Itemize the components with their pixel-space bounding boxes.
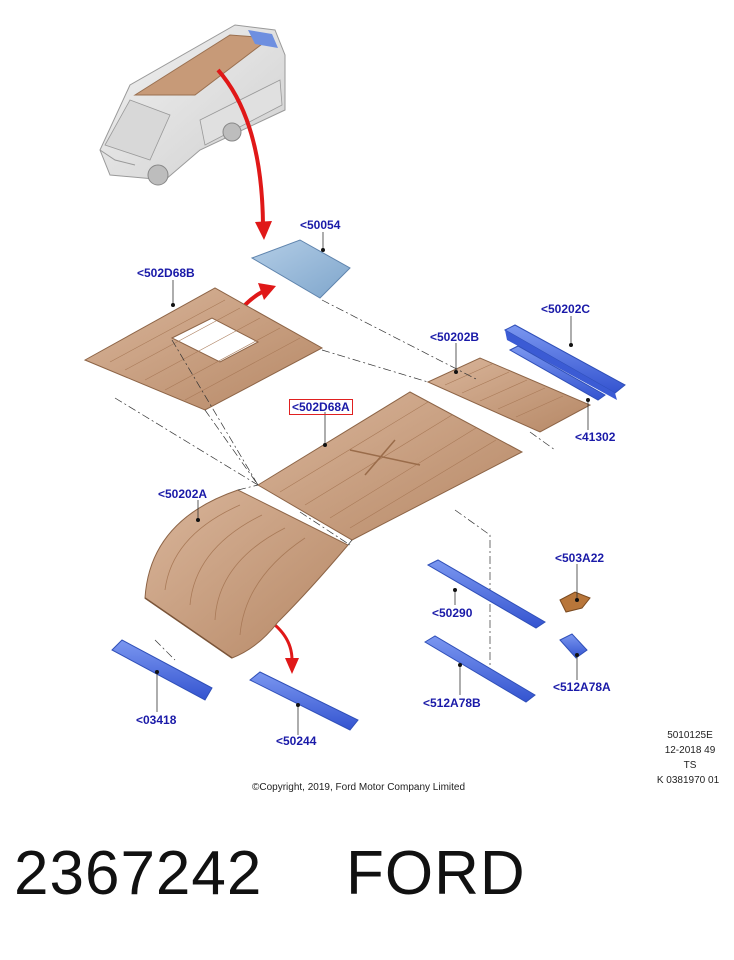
roof-panel-50202A: [144, 489, 349, 659]
callout-503A22[interactable]: <503A22: [555, 551, 605, 565]
rail-41302: [508, 345, 606, 401]
callout-50202A[interactable]: <50202A: [158, 487, 208, 501]
rail-50244: [249, 671, 359, 731]
brand-name: FORD: [346, 839, 526, 908]
callout-512A78B[interactable]: <512A78B: [423, 696, 481, 710]
roof-panel-502D68A: [257, 391, 524, 541]
bracket-512A78A: [559, 633, 588, 659]
copyright-text: ©Copyright, 2019, Ford Motor Company Lim…: [252, 782, 466, 793]
callout-03418[interactable]: <03418: [136, 713, 177, 727]
ref-k: K 0381970 01: [656, 775, 720, 786]
ref-code: 5010125E: [667, 730, 713, 741]
callout-502D68A[interactable]: <502D68A: [289, 399, 353, 415]
callout-50202B[interactable]: <50202B: [430, 330, 480, 344]
ref-date: 12-2018 49: [664, 745, 716, 756]
callout-502D68B[interactable]: <502D68B: [137, 266, 195, 280]
leader-dots: [155, 248, 590, 707]
glass-panel-50054: [250, 239, 351, 299]
callout-50202C[interactable]: <50202C: [541, 302, 591, 316]
ref-ts: TS: [683, 760, 697, 771]
rail-50202C: [503, 324, 626, 400]
direction-arrows: [216, 68, 299, 674]
rail-03418: [111, 639, 213, 701]
guide-lines: [114, 299, 556, 680]
rail-50290: [426, 559, 546, 629]
bracket-503A22: [559, 591, 591, 613]
callout-50290[interactable]: <50290: [432, 606, 473, 620]
leader-lines: [156, 232, 589, 735]
callout-50054[interactable]: <50054: [300, 218, 341, 232]
part-number: 2367242: [14, 839, 263, 908]
callout-50244[interactable]: <50244: [276, 734, 317, 748]
rail-512A78B: [424, 635, 536, 703]
roof-panel-502D68B: [83, 287, 324, 411]
van-illustration: [99, 24, 286, 186]
callout-41302[interactable]: <41302: [575, 430, 616, 444]
roof-panel-50202B: [426, 357, 592, 433]
callout-512A78A[interactable]: <512A78A: [553, 680, 611, 694]
